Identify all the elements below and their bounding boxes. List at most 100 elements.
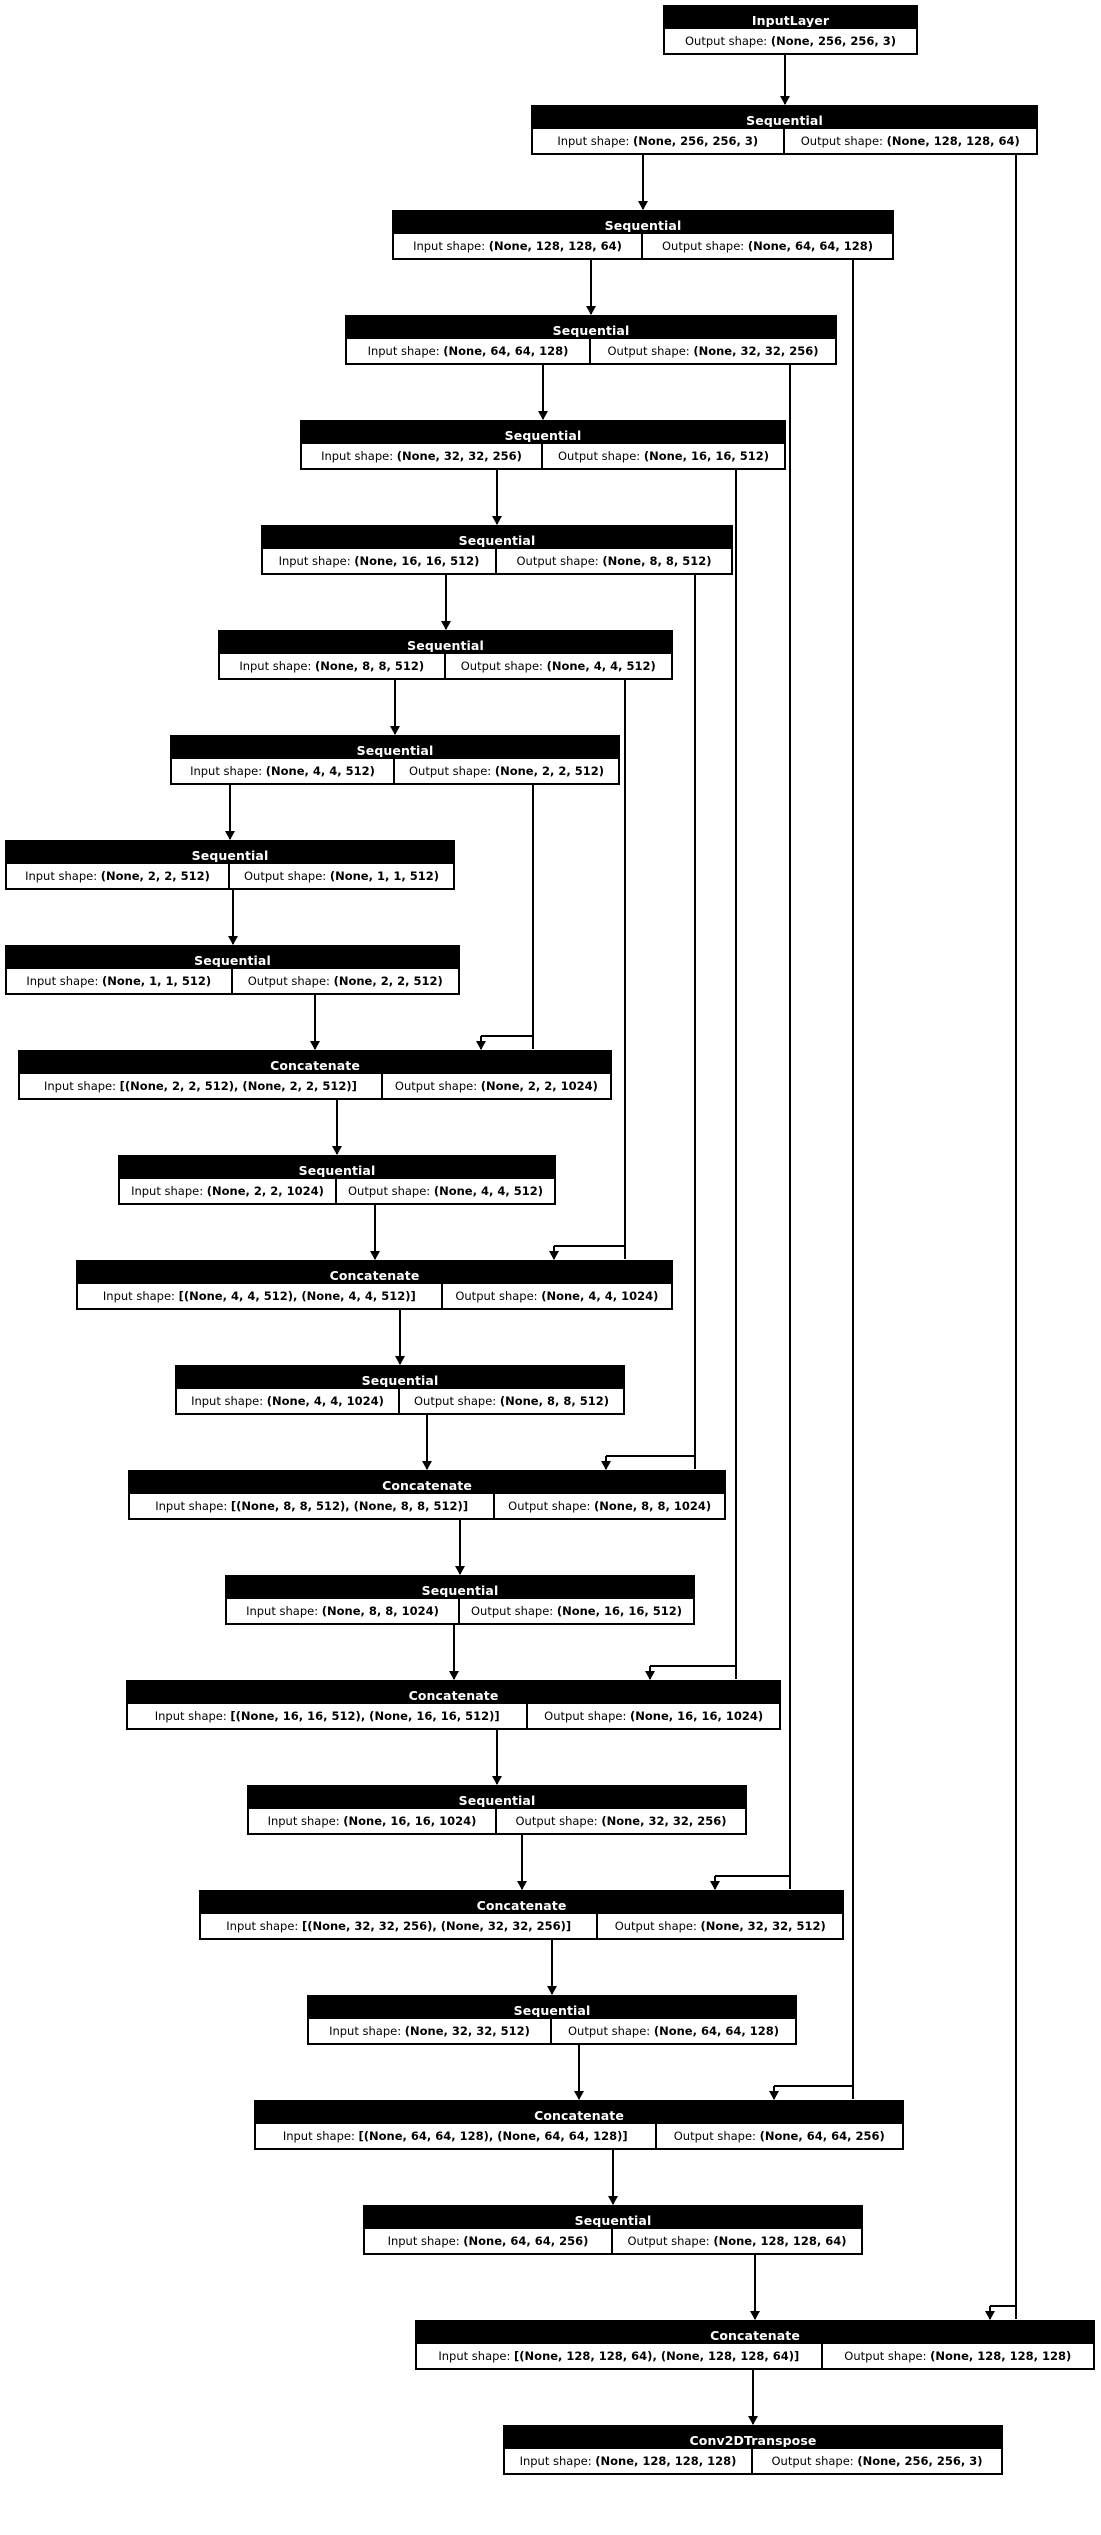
skip-edge-elbow: [774, 2085, 853, 2087]
input-shape-label: Input shape:: [321, 449, 394, 463]
edge-concat_1-to-dec_2: [336, 1100, 338, 1154]
edge-arrowhead: [574, 2091, 584, 2100]
skip-edge-elbow: [481, 1035, 533, 1037]
node-output-shape: Output shape: (None, 128, 128, 64): [613, 2229, 861, 2253]
node-title: Sequential: [120, 1157, 554, 1177]
output-shape-value: (None, 128, 128, 64): [886, 134, 1020, 148]
input-shape-label: Input shape:: [26, 974, 99, 988]
edge-concat_4-to-dec_5: [496, 1730, 498, 1784]
edge-dec_4-to-concat_4: [452, 1625, 455, 1679]
output-shape-value: (None, 4, 4, 512): [433, 1184, 543, 1198]
node-shape-row: Input shape: (None, 8, 8, 512)Output sha…: [220, 652, 671, 678]
output-shape-label: Output shape:: [348, 1184, 431, 1198]
edge-arrowhead: [548, 1251, 559, 1260]
output-shape-value: (None, 128, 128, 128): [930, 2349, 1072, 2363]
input-shape-value: (None, 2, 2, 1024): [206, 1184, 324, 1198]
input-shape-label: Input shape:: [226, 1919, 299, 1933]
node-input-shape: Input shape: (None, 16, 16, 1024): [249, 1809, 497, 1833]
node-shape-row: Input shape: (None, 16, 16, 1024)Output …: [249, 1807, 745, 1833]
input-shape-value: (None, 1, 1, 512): [102, 974, 212, 988]
node-output-shape: Output shape: (None, 1, 1, 512): [230, 864, 453, 888]
edge-dec_6-to-concat_6: [578, 2045, 580, 2099]
edge-arrowhead: [645, 1671, 655, 1680]
input-shape-label: Input shape:: [413, 239, 486, 253]
output-shape-label: Output shape:: [409, 764, 492, 778]
node-output-shape: Output shape: (None, 32, 32, 256): [591, 339, 835, 363]
edge-input_layer-to-enc_1: [783, 55, 786, 104]
node-input-shape: Input shape: (None, 256, 256, 3): [533, 129, 785, 153]
edge-arrowhead: [748, 2416, 758, 2425]
node-shape-row: Output shape: (None, 256, 256, 3): [665, 27, 916, 53]
node-output-shape: Output shape: (None, 8, 8, 512): [400, 1389, 623, 1413]
output-shape-label: Output shape:: [394, 1079, 478, 1093]
node-input-shape: Input shape: [(None, 4, 4, 512), (None, …: [78, 1284, 443, 1308]
input-shape-label: Input shape:: [438, 2349, 511, 2363]
edge-arrowhead: [455, 1566, 465, 1575]
node-title: Concatenate: [130, 1472, 724, 1492]
node-title: Sequential: [533, 107, 1036, 127]
node-input-shape: Input shape: (None, 64, 64, 128): [347, 339, 591, 363]
node-shape-row: Input shape: (None, 4, 4, 512)Output sha…: [172, 757, 618, 783]
node-title: InputLayer: [665, 7, 916, 27]
edge-arrowhead: [390, 726, 400, 735]
skip-edge-enc_4-to-concat_4: [735, 470, 737, 1679]
node-output-shape: Output shape: (None, 2, 2, 1024): [383, 1074, 610, 1098]
edge-enc_2-to-enc_3: [590, 260, 592, 314]
node-output-shape: Output shape: (None, 16, 16, 512): [460, 1599, 693, 1623]
node-title: Sequential: [263, 527, 731, 547]
node-shape-row: Input shape: (None, 2, 2, 1024)Output sh…: [120, 1177, 554, 1203]
node-title: Sequential: [177, 1367, 623, 1387]
node-input-shape: Input shape: (None, 4, 4, 1024): [177, 1389, 400, 1413]
skip-edge-enc_3-to-concat_5: [789, 365, 791, 1889]
input-shape-label: Input shape:: [267, 1814, 340, 1828]
edge-concat_6-to-dec_7: [612, 2150, 614, 2204]
node-input-shape: Input shape: (None, 8, 8, 1024): [227, 1599, 460, 1623]
input-shape-label: Input shape:: [557, 134, 630, 148]
node-input-shape: Input shape: [(None, 64, 64, 128), (None…: [256, 2124, 657, 2148]
node-title: Conv2DTranspose: [505, 2427, 1001, 2447]
node-output-shape: Output shape: (None, 16, 16, 512): [543, 444, 784, 468]
node-input-shape: Input shape: [(None, 8, 8, 512), (None, …: [130, 1494, 496, 1518]
edge-concat_7-to-output_conv: [752, 2370, 754, 2424]
node-title: Sequential: [394, 212, 892, 232]
input-shape-value: (None, 128, 128, 64): [488, 239, 622, 253]
output-shape-value: (None, 256, 256, 3): [857, 2454, 983, 2468]
input-shape-label: Input shape:: [519, 2454, 592, 2468]
input-shape-value: (None, 4, 4, 512): [265, 764, 375, 778]
output-shape-value: (None, 16, 16, 1024): [630, 1709, 764, 1723]
input-shape-value: (None, 4, 4, 1024): [266, 1394, 384, 1408]
input-shape-label: Input shape:: [155, 1499, 228, 1513]
input-shape-value: (None, 256, 256, 3): [633, 134, 759, 148]
edge-arrowhead: [369, 1251, 380, 1260]
input-shape-label: Input shape:: [154, 1709, 227, 1723]
input-shape-value: [(None, 2, 2, 512), (None, 2, 2, 512)]: [119, 1079, 357, 1093]
edge-enc_6-to-enc_7: [394, 680, 396, 734]
node-output-shape: Output shape: (None, 64, 64, 256): [657, 2124, 902, 2148]
edge-arrowhead: [492, 1776, 502, 1785]
edge-arrowhead: [586, 306, 596, 315]
